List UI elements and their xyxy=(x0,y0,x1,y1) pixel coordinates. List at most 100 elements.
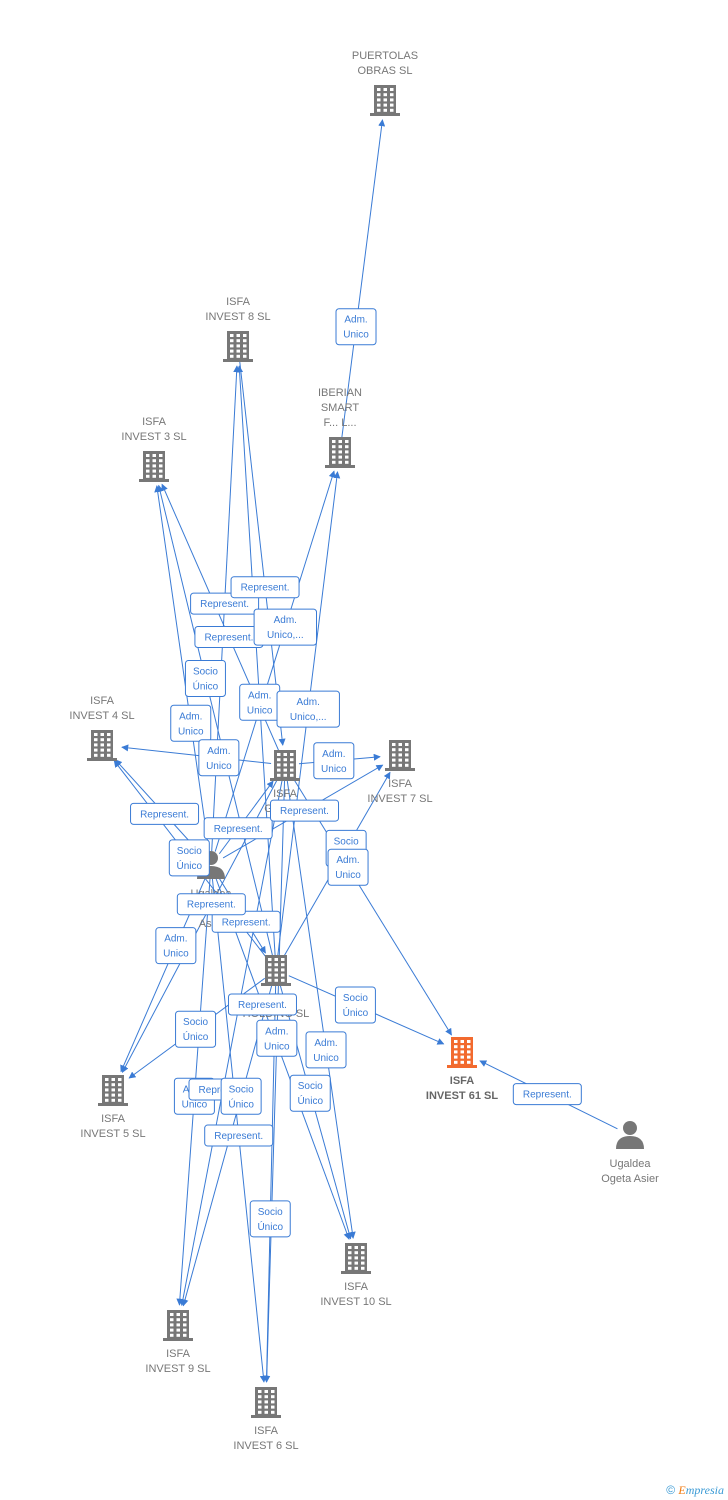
node-label: ISFA xyxy=(142,416,167,428)
edge-label-text: Adm. xyxy=(248,690,271,701)
edge-ugaldea1-to-isfa3 xyxy=(154,485,210,852)
edge-label-text: Socio xyxy=(258,1207,283,1218)
edge-label-isfa8-to-isfa_center[interactable]: Represent. xyxy=(230,576,300,599)
edge-label-holding-to-iberian[interactable]: Adm. Unico,... xyxy=(276,690,340,728)
edge-label-isfa_center-to-isfa61[interactable]: Adm. Unico xyxy=(327,848,369,886)
edge-label-text: Único xyxy=(183,1030,209,1043)
edge-label-holding-to-isfa8[interactable]: Adm.Unico xyxy=(239,683,281,721)
edge-label-text: Socio xyxy=(177,846,202,857)
edge-label-text: Represent. xyxy=(200,599,249,610)
node-isfa3[interactable]: ISFA INVEST 3 SL xyxy=(121,416,187,482)
edge-label-ugaldea1-to-isfa3[interactable]: Adm. Unico xyxy=(170,704,212,742)
node-label: INVEST 6 SL xyxy=(233,1440,298,1452)
edge-label-text: Represent. xyxy=(214,1131,263,1142)
edge-isfa8-to-isfa_center xyxy=(239,359,286,746)
edge-label-text: Único xyxy=(193,680,219,693)
node-label: ISFA xyxy=(344,1281,369,1293)
edge-iberian-to-puertolas xyxy=(341,119,386,439)
node-label: SMART xyxy=(321,402,360,414)
edge-label-ugaldea1-to-holding[interactable]: Represent. xyxy=(211,910,281,933)
edge-label-text: Adm. xyxy=(322,749,345,760)
edge-label-text: Unico xyxy=(335,870,361,881)
node-label: ISFA xyxy=(254,1425,279,1437)
edge-label-isfa_center-to-isfa10[interactable]: Adm.Unico xyxy=(305,1031,347,1069)
edge-label-isfa_center-to-isfa7[interactable]: Adm.Unico xyxy=(313,742,355,780)
edge-label-text: Unico,... xyxy=(290,712,327,723)
edge-label-ugaldea1-to-isfa6[interactable]: Represent. xyxy=(204,1124,274,1147)
edge-label-ugaldea1-to-isfa10[interactable]: Represent. xyxy=(227,993,297,1016)
edge-label-text: Único xyxy=(257,1220,283,1233)
edge-label-text: Socio xyxy=(193,667,218,678)
edge-label-text: Adm. xyxy=(336,855,359,866)
edge-holding-to-isfa8 xyxy=(236,365,276,957)
edge-label-isfa_center-to-isfa5[interactable]: Represent. xyxy=(176,893,246,916)
building-icon xyxy=(325,437,355,468)
edge-label-text: Unico xyxy=(178,726,204,737)
edge-label-ugaldea1-to-isfa_center[interactable]: Represent. xyxy=(203,817,273,840)
edge-holding-to-isfa3 xyxy=(156,484,274,957)
edge-label-isfa_center-to-isfa4[interactable]: Adm.Unico xyxy=(198,739,240,777)
person-icon xyxy=(616,1121,644,1149)
empresia-logo: Empresia xyxy=(678,1483,724,1497)
building-icon xyxy=(163,1310,193,1341)
node-label: INVEST 10 SL xyxy=(320,1296,391,1308)
building-icon xyxy=(341,1243,371,1274)
edge-label-text: Represent. xyxy=(222,917,271,928)
edge-label-ugaldea1-to-iberian[interactable]: Adm.Unico,... xyxy=(253,608,318,646)
edge-label-text: Adm. xyxy=(297,697,320,708)
node-label: ISFA xyxy=(90,695,115,707)
edge-label-ugaldea1-to-isfa8[interactable]: Represent. xyxy=(190,592,260,615)
edge-label-isfa_center-to-isfa6[interactable]: Adm. Unico xyxy=(256,1019,298,1057)
edge-label-text: Socio xyxy=(229,1084,254,1095)
node-label: PUERTOLAS xyxy=(352,50,418,62)
building-icon xyxy=(270,750,300,781)
edge-isfa_center-to-isfa10 xyxy=(286,778,356,1239)
edge-label-text: Único xyxy=(177,859,203,872)
edge-label-iberian-to-puertolas[interactable]: Adm.Unico xyxy=(335,308,377,346)
node-label: Ogeta Asier xyxy=(601,1173,659,1185)
edge-label-ugaldea1-to-isfa7[interactable]: Represent. xyxy=(270,799,340,822)
edge-label-text: Adm. xyxy=(179,711,202,722)
edge-label-text: Unico xyxy=(182,1099,208,1110)
edge-ugaldea1-to-iberian xyxy=(214,470,336,852)
edge-label-text: Socio xyxy=(183,1017,208,1028)
edge-label-text: Represent. xyxy=(140,809,189,820)
building-icon xyxy=(261,955,291,986)
edge-label-ugaldea2-to-isfa61[interactable]: Represent. xyxy=(512,1083,582,1106)
edge-label-ugaldea1-to-isfa4[interactable]: Represent. xyxy=(130,802,200,825)
node-isfa6[interactable]: ISFA INVEST 6 SL xyxy=(233,1387,299,1452)
edge-isfa_center-to-isfa6 xyxy=(263,778,286,1383)
edge-label-text: Adm. xyxy=(265,1026,288,1037)
copyright-footer[interactable]: © Empresia xyxy=(666,1483,724,1498)
edge-label-text: Unico xyxy=(163,949,189,960)
edge-label-text: Unico xyxy=(264,1041,290,1052)
edge-label-isfa_center-to-isfa3[interactable]: Represent. xyxy=(194,625,264,648)
edge-label-text: Unico xyxy=(206,761,232,772)
node-label: INVEST 7 SL xyxy=(367,793,432,805)
node-isfa10[interactable]: ISFA INVEST 10 SL xyxy=(320,1243,392,1308)
node-label: INVEST 61 SL xyxy=(426,1090,498,1102)
building-icon xyxy=(87,730,117,761)
node-label: INVEST 9 SL xyxy=(145,1363,210,1375)
edge-isfa_center-to-isfa9 xyxy=(179,778,283,1307)
node-label: INVEST 3 SL xyxy=(121,431,186,443)
edge-label-text: Único xyxy=(343,1006,369,1019)
edge-label-text: Unico xyxy=(343,330,369,341)
edge-label-ugaldea1-to-isfa5[interactable]: Adm.Unico xyxy=(155,927,197,965)
